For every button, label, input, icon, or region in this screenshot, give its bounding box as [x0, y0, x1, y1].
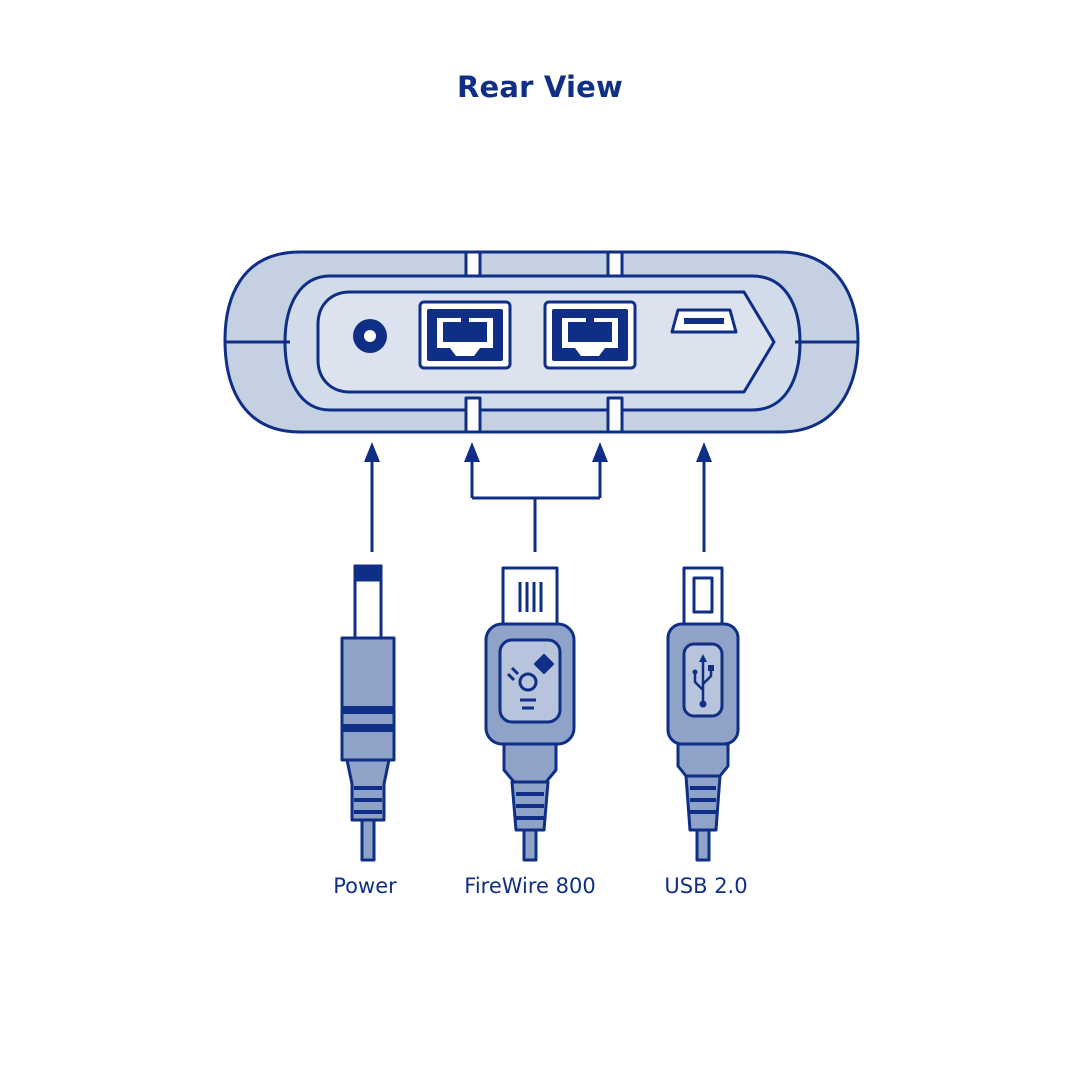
firewire-port-2 — [543, 300, 637, 370]
usb-icon — [692, 654, 714, 708]
label-firewire: FireWire 800 — [464, 874, 596, 898]
diagram-title: Rear View — [456, 70, 624, 104]
label-power: Power — [333, 874, 397, 898]
connection-arrows — [364, 442, 712, 552]
firewire-port-1 — [418, 300, 512, 370]
usb-port — [670, 308, 738, 334]
power-connector — [340, 564, 396, 862]
firewire-connector — [484, 566, 576, 862]
drive-housing — [223, 250, 860, 434]
power-port — [353, 319, 387, 353]
usb-connector — [666, 566, 740, 862]
label-usb: USB 2.0 — [664, 874, 748, 898]
firewire-icon — [506, 654, 554, 710]
